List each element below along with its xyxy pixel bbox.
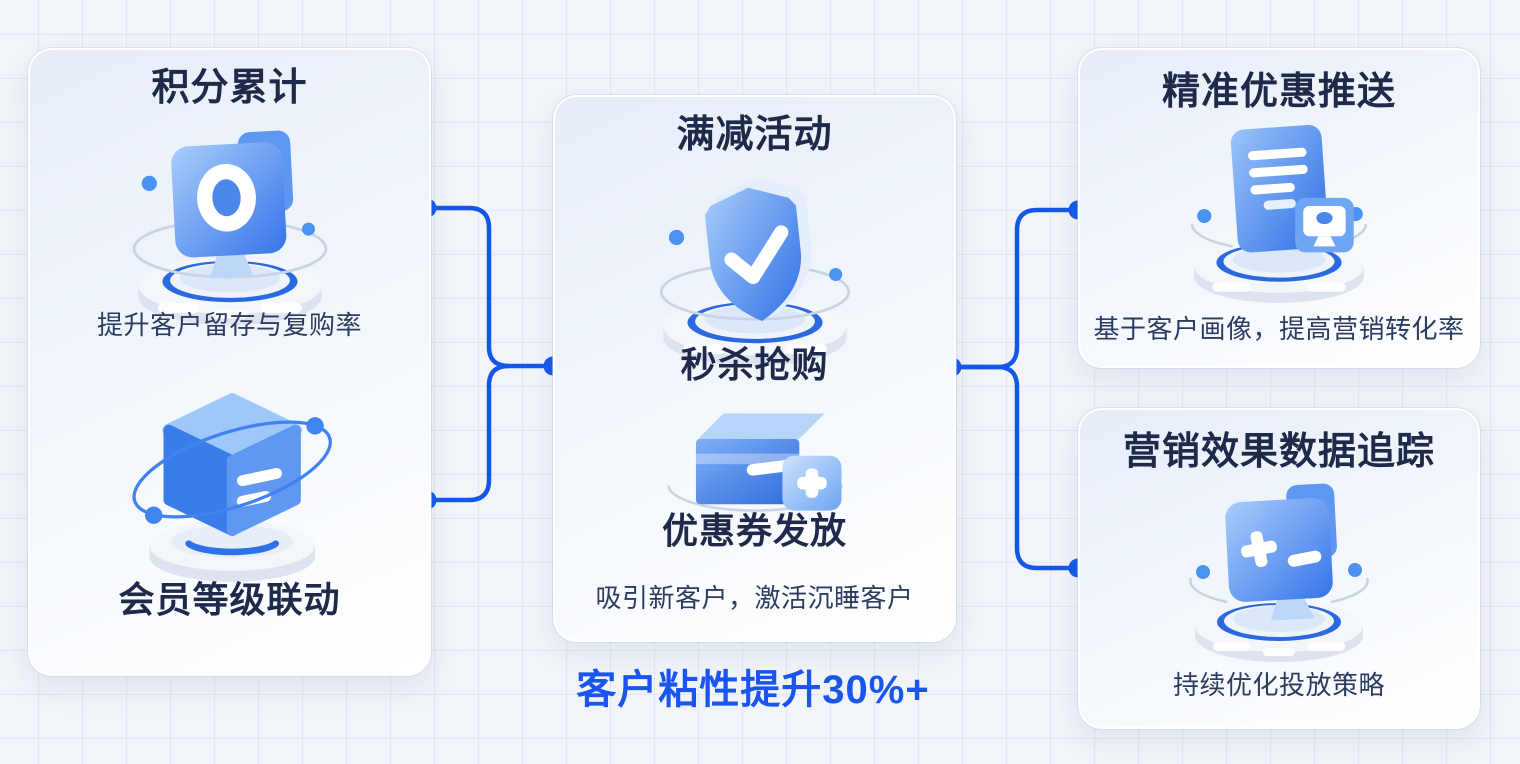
card-promotions: 满减活动 — [553, 95, 956, 642]
orbit-arc — [1189, 577, 1228, 604]
podium — [1194, 240, 1364, 303]
card-data-tracking-title: 营销效果数据追踪 — [1122, 431, 1435, 473]
card-data-tracking: 营销效果数据追踪 — [1078, 408, 1480, 729]
podium — [137, 257, 322, 326]
card-points-desc: 提升客户留存与复购率 — [96, 310, 362, 340]
flash-sale-label: 秒杀抢购 — [680, 344, 829, 385]
sphere — [828, 268, 842, 282]
targeted-push-icon-svg — [1190, 124, 1368, 303]
member-level-label: 会员等级联动 — [118, 579, 341, 620]
plus-minus-folder-glyph — [1225, 483, 1337, 621]
coupon-label: 优惠券发放 — [661, 510, 847, 551]
podium — [662, 298, 847, 367]
card-points: 积分累计 — [28, 48, 431, 676]
shield-check-glyph — [704, 178, 811, 322]
sphere — [668, 229, 684, 246]
card-targeted-push-title: 精准优惠推送 — [1161, 71, 1396, 113]
mini-monitor-glyph — [1295, 197, 1354, 253]
card-targeted-push-desc: 基于客户画像，提高营销转化率 — [1093, 314, 1465, 344]
sphere — [1348, 563, 1362, 577]
targeted-push-icon — [1080, 114, 1478, 310]
customer-stickiness-highlight: 客户粘性提升30%+ — [576, 668, 930, 712]
sphere — [144, 506, 162, 524]
sphere — [305, 417, 324, 435]
coupon-box-icon — [555, 401, 954, 521]
coupon-box-glyph — [695, 413, 841, 511]
points-accumulation-icon-svg — [132, 130, 327, 326]
data-tracking-icon-svg — [1189, 483, 1369, 662]
card-promotions-desc: 吸引新客户，激活沉睡客户 — [595, 583, 914, 613]
data-tracking-icon — [1080, 476, 1478, 668]
orbit-arc — [1330, 577, 1369, 604]
cube-glyph — [161, 393, 302, 536]
folder-monitor-glyph — [170, 130, 293, 279]
flash-sale-shield-icon — [555, 157, 954, 379]
orbit-ring — [131, 420, 332, 519]
sphere — [1196, 565, 1210, 579]
sphere — [141, 175, 157, 192]
flash-sale-shield-icon-svg — [659, 178, 850, 367]
sphere — [1197, 208, 1212, 224]
sphere — [301, 222, 315, 236]
member-level-icon — [30, 382, 429, 594]
card-targeted-push: 精准优惠推送 — [1078, 48, 1480, 368]
coupon-box-icon-svg — [666, 413, 843, 512]
podium — [148, 520, 315, 582]
member-level-icon-svg — [131, 393, 332, 582]
card-promotions-title: 满减活动 — [676, 114, 833, 156]
points-accumulation-icon — [30, 116, 429, 338]
orbit-arc — [1190, 223, 1233, 248]
card-points-title: 积分累计 — [151, 67, 308, 109]
card-data-tracking-desc: 持续优化投放策略 — [1172, 670, 1385, 700]
